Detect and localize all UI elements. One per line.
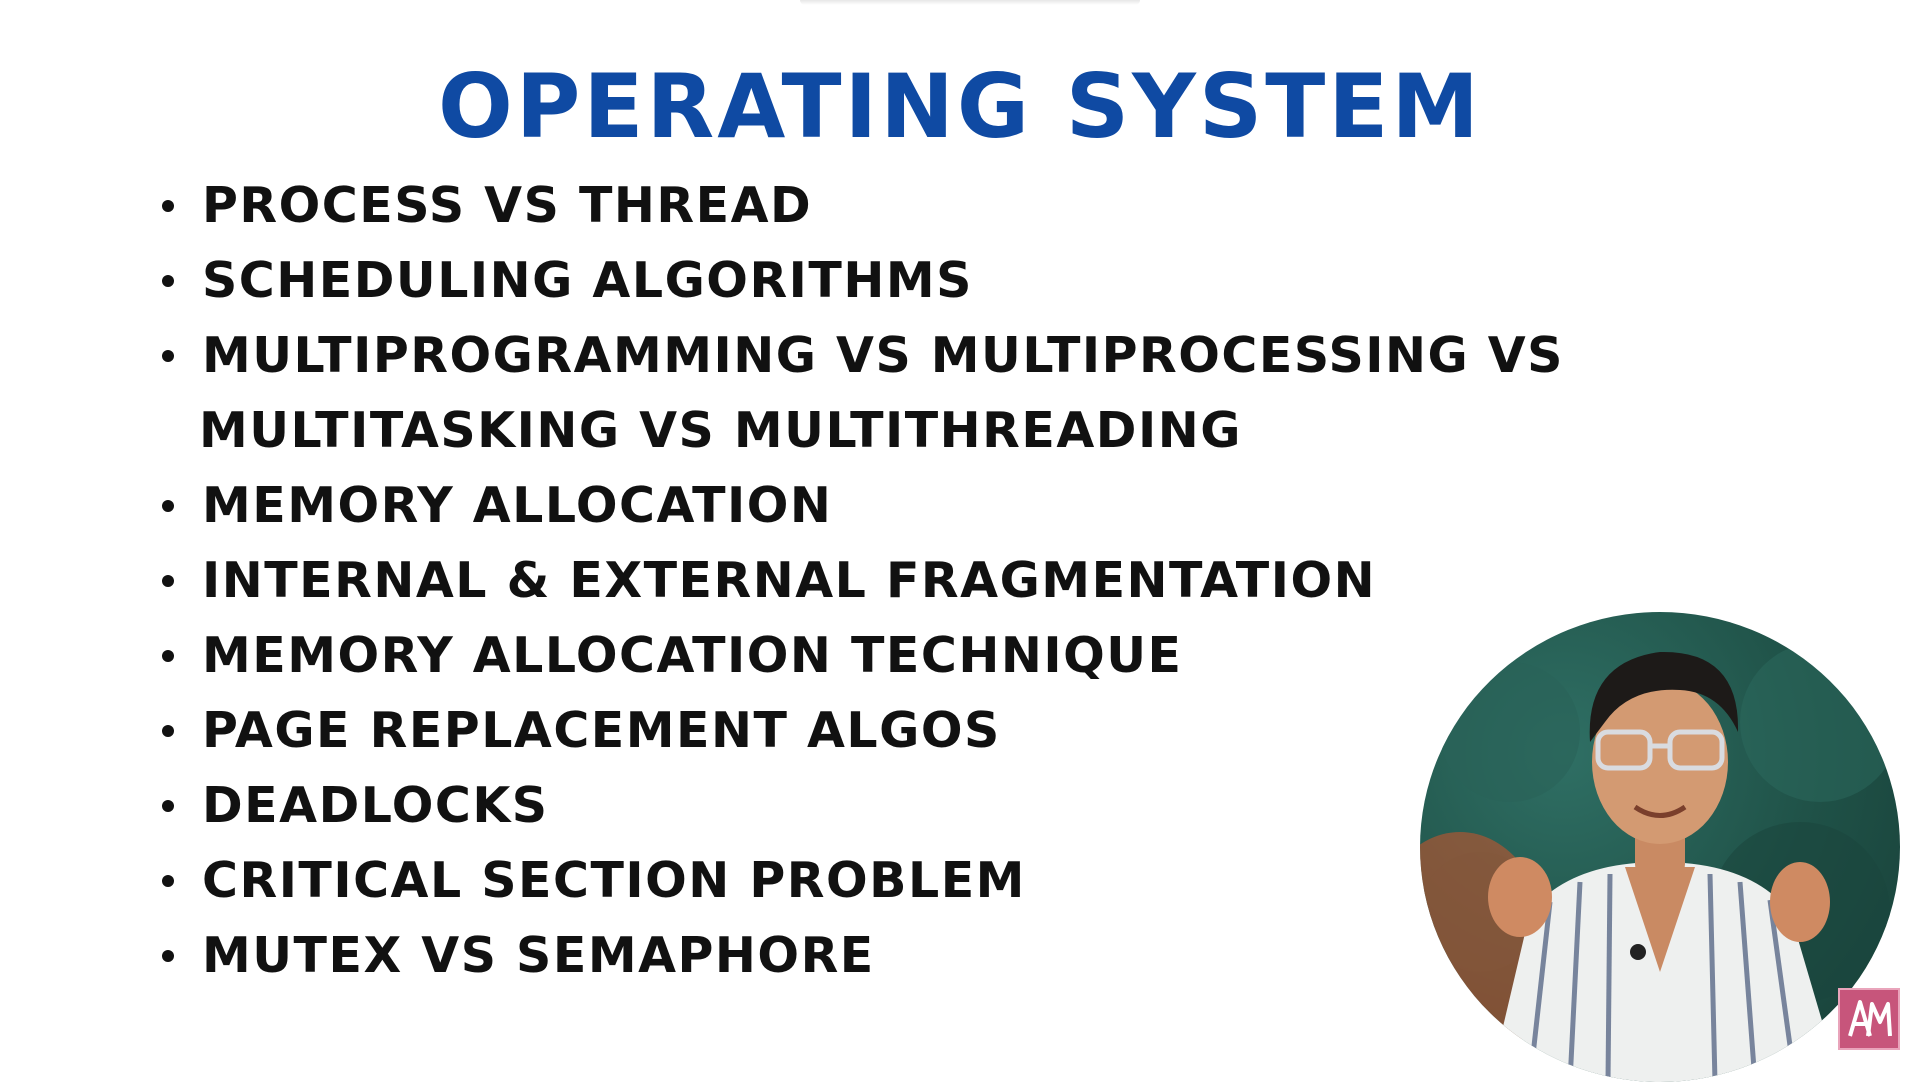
bullet-dot-icon bbox=[162, 575, 174, 587]
bullet-dot-icon bbox=[162, 200, 174, 212]
bullet-dot-icon bbox=[162, 350, 174, 362]
bullet-dot-icon bbox=[162, 650, 174, 662]
topic-list: PROCESS VS THREAD SCHEDULING ALGORITHMS … bbox=[162, 168, 1722, 993]
topic-text: MULTITASKING VS MULTITHREADING bbox=[199, 402, 1242, 459]
topic-item: PROCESS VS THREAD bbox=[162, 168, 1722, 243]
topic-item: SCHEDULING ALGORITHMS bbox=[162, 243, 1722, 318]
topic-item: MEMORY ALLOCATION bbox=[162, 468, 1722, 543]
channel-logo-icon bbox=[1838, 988, 1900, 1050]
topic-text: MEMORY ALLOCATION bbox=[202, 477, 833, 534]
topic-text: SCHEDULING ALGORITHMS bbox=[202, 252, 973, 309]
top-edge-shadow bbox=[800, 0, 1140, 5]
topic-text: DEADLOCKS bbox=[202, 777, 549, 834]
bullet-dot-icon bbox=[162, 875, 174, 887]
topic-item: INTERNAL & EXTERNAL FRAGMENTATION bbox=[162, 543, 1722, 618]
topic-text: PROCESS VS THREAD bbox=[202, 177, 813, 234]
topic-text: CRITICAL SECTION PROBLEM bbox=[202, 852, 1026, 909]
presenter-photo bbox=[1420, 612, 1900, 1082]
bullet-dot-icon bbox=[162, 950, 174, 962]
presenter-illustration bbox=[1420, 642, 1900, 1082]
topic-text: PAGE REPLACEMENT ALGOS bbox=[202, 702, 1001, 759]
bullet-dot-icon bbox=[162, 500, 174, 512]
topic-text: MEMORY ALLOCATION TECHNIQUE bbox=[202, 627, 1183, 684]
topic-text: MULTIPROGRAMMING VS MULTIPROCESSING VS bbox=[202, 327, 1564, 384]
bullet-dot-icon bbox=[162, 800, 174, 812]
topic-text: INTERNAL & EXTERNAL FRAGMENTATION bbox=[202, 552, 1377, 609]
slide-title: OPERATING SYSTEM bbox=[438, 55, 1482, 158]
topic-item: MEMORY ALLOCATION TECHNIQUE bbox=[162, 618, 1722, 693]
bullet-dot-icon bbox=[162, 725, 174, 737]
channel-logo-mark bbox=[1848, 1000, 1892, 1037]
topic-text: MUTEX VS SEMAPHORE bbox=[202, 927, 875, 984]
topic-item: MUTEX VS SEMAPHORE bbox=[162, 918, 1722, 993]
topic-item: CRITICAL SECTION PROBLEM bbox=[162, 843, 1722, 918]
topic-item-continuation: MULTITASKING VS MULTITHREADING bbox=[162, 393, 1722, 468]
topic-item: DEADLOCKS bbox=[162, 768, 1722, 843]
bullet-dot-icon bbox=[162, 275, 174, 287]
topic-item: PAGE REPLACEMENT ALGOS bbox=[162, 693, 1722, 768]
topic-item: MULTIPROGRAMMING VS MULTIPROCESSING VS bbox=[162, 318, 1722, 393]
